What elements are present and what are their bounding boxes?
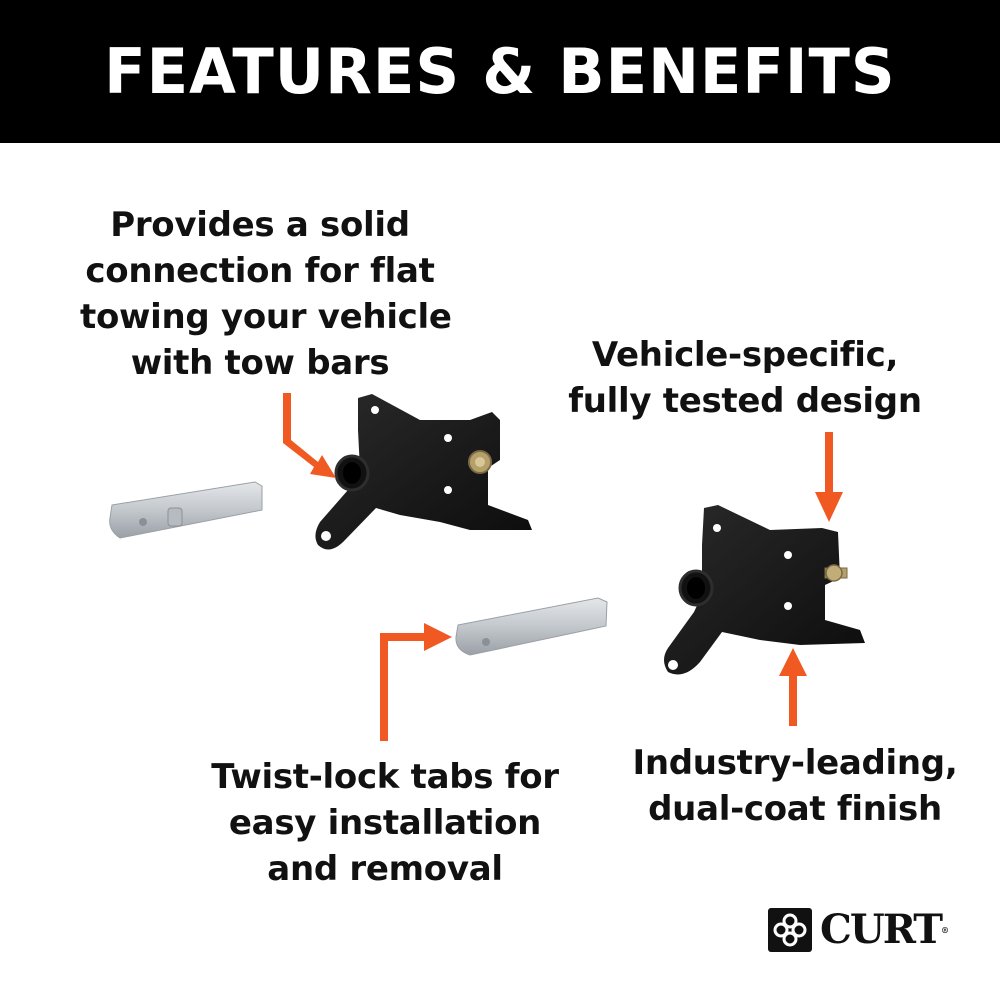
header-banner: FEATURES & BENEFITS (0, 0, 1000, 143)
callout-line: fully tested design (568, 381, 922, 421)
arrow-solid-connection-icon (283, 393, 336, 478)
page-title: FEATURES & BENEFITS (104, 35, 896, 108)
callout-line: and removal (267, 849, 503, 889)
callout-line: connection for flat (85, 251, 435, 291)
callout-line: dual-coat finish (648, 789, 942, 829)
callout-line: with tow bars (130, 343, 390, 383)
callout-vehicle-specific: Vehicle-specific, fully tested design (555, 332, 935, 424)
callout-line: Vehicle-specific, (591, 335, 899, 375)
registered-mark: ® (941, 925, 949, 935)
bracket-right-icon (664, 505, 865, 675)
arrow-twist-lock-icon (380, 623, 452, 741)
callout-line: Industry-leading, (632, 743, 958, 783)
bracket-left-icon (315, 394, 532, 550)
callout-solid-connection: Provides a solid connection for flat tow… (80, 202, 452, 386)
brand-name: CURT® (820, 906, 949, 953)
callout-finish: Industry-leading, dual-coat finish (610, 740, 980, 832)
callout-line: towing your vehicle (80, 297, 452, 337)
callout-twist-lock: Twist-lock tabs for easy installation an… (195, 754, 575, 892)
brand-logo: CURT® (768, 906, 949, 953)
tow-pin-right-icon (455, 597, 608, 656)
callout-line: Twist-lock tabs for (211, 757, 559, 797)
callout-line: easy installation (228, 803, 542, 843)
curt-logo-mark-icon (768, 908, 812, 952)
arrow-finish-icon (779, 648, 807, 726)
callout-line: Provides a solid (110, 205, 410, 245)
arrow-vehicle-specific-icon (815, 432, 843, 522)
brand-wordmark: CURT (820, 906, 943, 953)
tow-pin-left-icon (109, 481, 263, 539)
